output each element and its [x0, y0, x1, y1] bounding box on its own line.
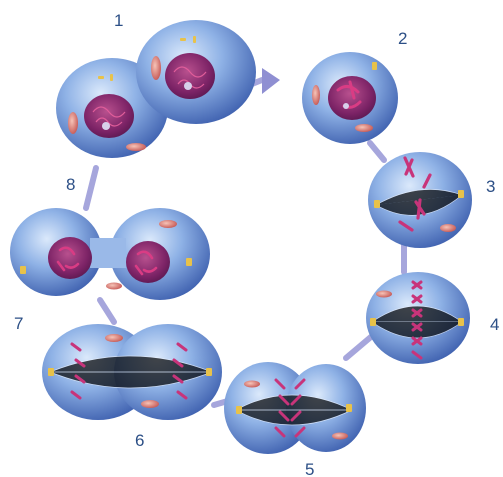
arrow-icon: [262, 68, 280, 94]
stage-label-4: 4: [490, 315, 499, 334]
stage-label-5: 5: [305, 460, 314, 477]
stage-1-interphase: [56, 20, 256, 158]
stage-6-telophase: [42, 324, 222, 420]
stage-label-6: 6: [135, 431, 144, 450]
stage-label-7: 7: [14, 314, 23, 333]
stage-label-2: 2: [398, 29, 407, 48]
stage-label-8: 8: [66, 175, 75, 194]
stage-2-prophase: [302, 52, 398, 144]
stage-label-3: 3: [486, 177, 495, 196]
stage-3-prometaphase: [368, 152, 472, 248]
stage-7-cytokinesis: [10, 208, 210, 300]
stage-4-metaphase: [366, 272, 470, 364]
stage-5-anaphase: [224, 362, 366, 454]
stage-label-1: 1: [114, 11, 123, 30]
